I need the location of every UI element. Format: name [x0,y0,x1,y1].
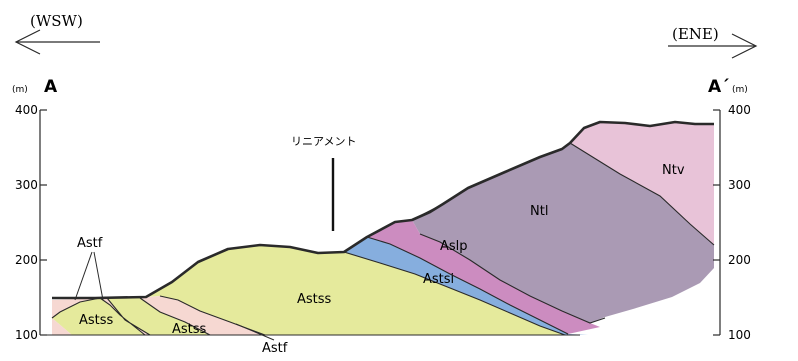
west-arrow [14,29,100,55]
unit-astss-main [146,245,565,335]
right-tick-label-100: 100 [728,328,751,342]
unit-astss-lower-mid [107,298,210,335]
left-tick-label-200: 200 [15,253,38,267]
west-direction-label: (WSW) [30,12,83,30]
left-axis-unit: (m) [12,85,28,95]
east-direction-label: (ENE) [672,25,719,43]
leader-astf-upper-1 [74,251,93,301]
section-start-label: A [44,77,58,97]
right-tick-label-200: 200 [728,253,751,267]
left-elevation-axis [39,109,47,336]
label-astss-mid: Astss [172,322,207,337]
unit-astss-lower-left [52,298,145,335]
left-tick-label-400: 400 [15,103,38,117]
leader-astf-upper-2 [93,251,104,301]
east-arrow-head-icon [731,33,758,59]
left-tick-label-100: 100 [15,328,38,342]
left-tick-label-300: 300 [15,178,38,192]
label-astsi: Astsi [423,272,454,287]
unit-astf-corner [52,318,72,335]
west-arrow-head-icon [14,29,41,55]
label-ntl: Ntl [530,204,548,219]
section-end-label: A´ [708,77,730,97]
label-astss-main: Astss [297,292,332,307]
unit-astf-left [52,298,100,318]
label-ntv: Ntv [662,163,685,178]
label-astf-upper: Astf [77,236,103,251]
leader-lines [74,251,275,341]
lineament-label: リニアメント [291,135,356,148]
label-astf-lower: Astf [262,341,288,356]
right-tick-label-300: 300 [728,178,751,192]
unit-astf-band-2 [140,296,265,335]
right-tick-label-400: 400 [728,103,751,117]
unit-astsi [344,237,588,335]
label-astss-left: Astss [79,313,114,328]
contact-astf-band-left [51,297,151,336]
right-axis-unit: (m) [732,85,748,95]
contact-aslp-astsi [366,236,569,335]
unit-ntv [570,122,714,245]
leader-astf-lower [235,323,275,341]
unit-ntl [412,143,714,323]
ground-surface [52,120,714,300]
right-elevation-axis [713,109,721,336]
contact-astsi-astss [343,251,566,336]
label-aslp: Aslp [440,239,468,254]
contact-ntv-ntl [569,142,715,246]
east-arrow [668,33,758,59]
